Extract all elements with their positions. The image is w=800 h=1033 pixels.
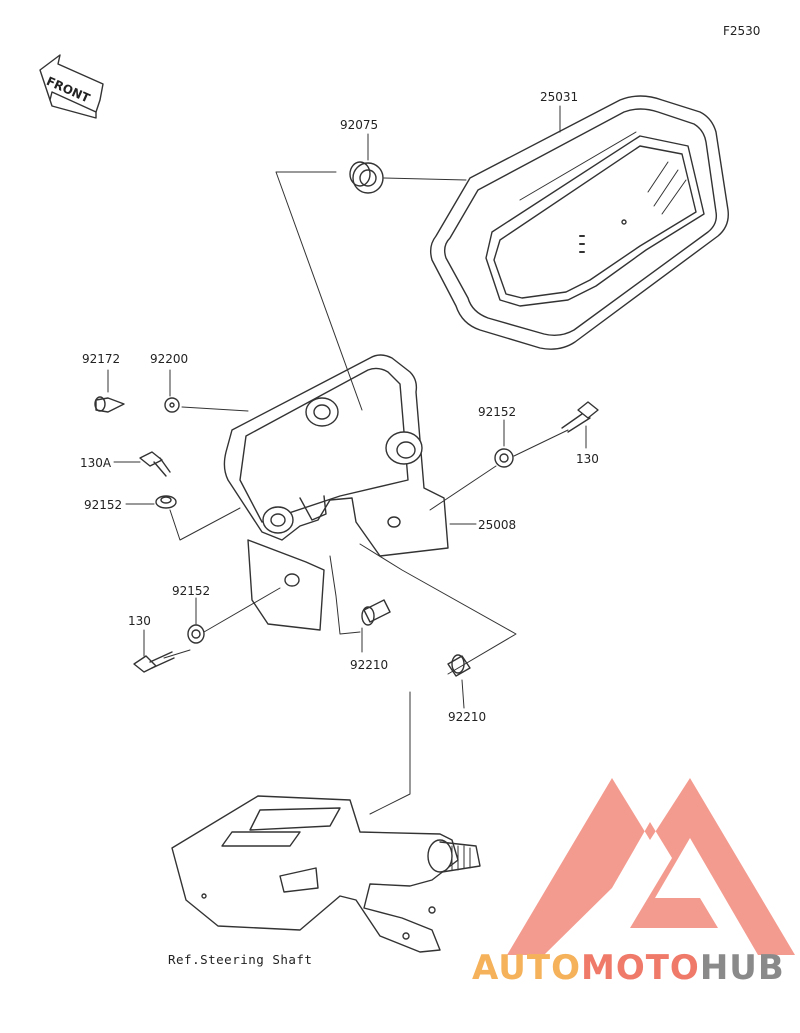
part-number-92152-left[interactable]: 92152 (84, 498, 123, 512)
figure-code: F2530 (723, 24, 761, 38)
part-number-92210-middle[interactable]: 92210 (350, 658, 389, 672)
watermark-hub: HUB (699, 948, 785, 988)
part-number-92172[interactable]: 92172 (82, 352, 121, 366)
part-number-92152-right[interactable]: 92152 (478, 405, 517, 419)
watermark-text: AUTOMOTOHUB (472, 948, 785, 988)
part-number-92200[interactable]: 92200 (150, 352, 189, 366)
part-number-92075[interactable]: 92075 (340, 118, 379, 132)
part-number-25031[interactable]: 25031 (540, 90, 579, 104)
meter-bracket-drawing (223, 354, 449, 631)
part-number-130-right[interactable]: 130 (576, 452, 599, 466)
grommet-drawing (349, 161, 384, 194)
watermark-moto: MOTO (580, 948, 700, 988)
part-number-130-lower[interactable]: 130 (128, 614, 151, 628)
steering-shaft-reference-label: Ref.Steering Shaft (168, 952, 313, 967)
watermark-auto: AUTO (472, 948, 581, 988)
fastener-parts-drawing (94, 396, 599, 677)
front-direction-icon (39, 54, 104, 119)
steering-shaft-drawing (171, 795, 481, 953)
watermark-logo-icon (507, 778, 795, 955)
meter-assembly-drawing (429, 95, 729, 350)
part-number-130A[interactable]: 130A (80, 456, 112, 470)
part-number-92210-lower[interactable]: 92210 (448, 710, 487, 724)
part-number-92152-lower[interactable]: 92152 (172, 584, 211, 598)
part-number-25008[interactable]: 25008 (478, 518, 517, 532)
leader-lines (107, 105, 587, 815)
